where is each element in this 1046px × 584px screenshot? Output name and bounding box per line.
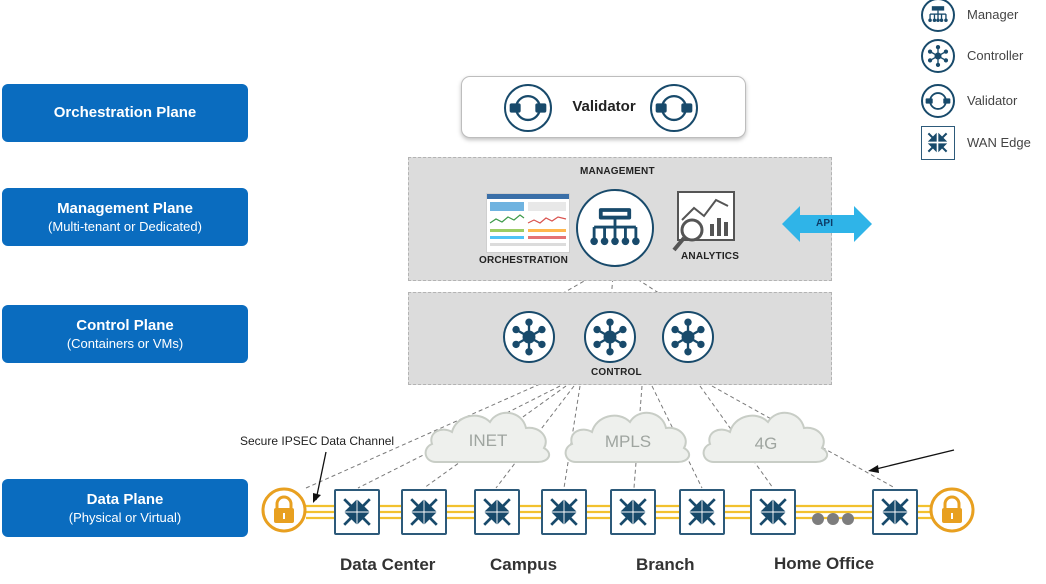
controller-icon	[503, 311, 555, 363]
wan-edge-icon	[401, 489, 447, 535]
lock-icon	[261, 487, 307, 533]
data-plane-title: Data Plane	[86, 490, 164, 508]
management-plane-subtitle: (Multi-tenant or Dedicated)	[48, 218, 202, 234]
management-plane-title: Management Plane	[57, 199, 193, 217]
wan-edge-icon	[541, 489, 587, 535]
legend-controller-label: Controller	[967, 48, 1024, 63]
lock-icon	[929, 487, 975, 533]
api-label: API	[816, 218, 834, 229]
controller-icon	[662, 311, 714, 363]
control-plane-label: Control Plane (Containers or VMs)	[2, 305, 248, 363]
controller-icon	[921, 39, 955, 73]
inet-cloud: INET	[422, 402, 554, 466]
orchestration-plane-label: Orchestration Plane	[2, 84, 248, 142]
wan-edge-icon	[750, 489, 796, 535]
validator-icon	[921, 84, 955, 118]
wan-edge-icon	[921, 126, 955, 160]
dashboard-screenshot-icon	[486, 193, 570, 253]
mpls-cloud: MPLS	[562, 402, 694, 466]
legend-wan-edge: WAN Edge	[921, 124, 1046, 162]
legend-manager: Manager	[921, 0, 1046, 34]
4g-label: 4G	[754, 434, 778, 453]
analytics-icon	[672, 191, 735, 252]
wan-edge-icon	[679, 489, 725, 535]
legend-controller: Controller	[921, 37, 1046, 75]
more-dots-icon	[812, 513, 854, 525]
manager-icon	[921, 0, 955, 32]
management-heading: MANAGEMENT	[580, 166, 655, 177]
ipsec-caption: Secure IPSEC Data Channel	[240, 434, 395, 448]
data-plane-subtitle: (Physical or Virtual)	[68, 509, 182, 525]
validator-icon	[650, 84, 698, 132]
control-plane-title: Control Plane	[76, 316, 174, 334]
control-plane-subtitle: (Containers or VMs)	[66, 335, 184, 351]
data-plane-label: Data Plane (Physical or Virtual)	[2, 479, 248, 537]
control-label: CONTROL	[591, 367, 642, 378]
legend-wan-edge-label: WAN Edge	[967, 135, 1031, 150]
wan-edge-icon	[610, 489, 656, 535]
validator-label: Validator	[572, 98, 636, 115]
validator-box: Validator	[461, 76, 746, 138]
site-label-branch: Branch	[636, 555, 695, 574]
analytics-label: ANALYTICS	[681, 251, 740, 262]
wan-edge-icon	[474, 489, 520, 535]
legend-validator: Validator	[921, 82, 1046, 120]
manager-icon	[576, 189, 654, 267]
legend-validator-label: Validator	[967, 93, 1018, 108]
4g-cloud: 4G	[700, 402, 832, 466]
validator-icon	[504, 84, 552, 132]
management-plane-label: Management Plane (Multi-tenant or Dedica…	[2, 188, 248, 246]
mpls-label: MPLS	[604, 432, 652, 451]
wan-edge-icon	[334, 489, 380, 535]
inet-label: INET	[468, 431, 508, 450]
site-label-home-office: Home Office	[774, 554, 875, 573]
wan-edge-icon	[872, 489, 918, 535]
orchestration-plane-title: Orchestration Plane	[53, 104, 197, 121]
site-label-campus: Campus	[490, 555, 558, 574]
site-label-data-center: Data Center	[340, 555, 436, 574]
controller-icon	[584, 311, 636, 363]
orchestration-label: ORCHESTRATION	[479, 255, 569, 266]
legend-manager-label: Manager	[967, 7, 1019, 22]
api-arrow-icon	[782, 206, 872, 242]
